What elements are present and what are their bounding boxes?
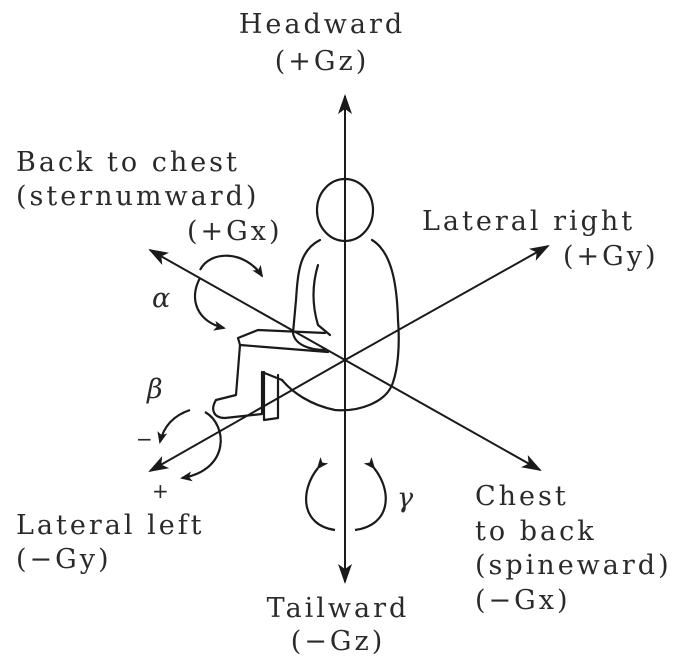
axis-lateral-right-arrow (345, 246, 548, 360)
alpha-rotation-upper-arrow (200, 256, 262, 276)
beta-minus-sign: − (136, 427, 153, 451)
axis-back-to-chest-arrow (150, 250, 345, 360)
tailward-label: Tailward (267, 593, 410, 624)
back-to-chest-code: (+Gx) (187, 216, 283, 247)
headward-code: (+Gz) (275, 46, 369, 77)
axis-chest-to-back-arrow (345, 360, 540, 470)
chest-to-back-code: (−Gx) (475, 585, 571, 616)
chest-to-back-line3: (spineward) (475, 550, 672, 581)
gamma-rotation-left-arrow (306, 468, 335, 530)
back-to-chest-line2: (sternumward) (16, 181, 259, 212)
lateral-left-code: (−Gy) (16, 544, 112, 575)
gamma-rotation-right-arrow (355, 468, 386, 530)
chest-to-back-line2: to back (475, 516, 597, 547)
gamma-symbol: γ (397, 483, 414, 514)
beta-rotation-lower-arrow (182, 412, 221, 478)
far-leg-outline (264, 372, 278, 420)
beta-plus-sign: + (152, 479, 169, 503)
alpha-symbol: α (152, 283, 170, 314)
lateral-left-label: Lateral left (16, 510, 205, 541)
lateral-right-code: (+Gy) (563, 241, 659, 272)
lower-leg-outline (213, 345, 282, 418)
arm-outline (314, 265, 331, 335)
alpha-rotation-lower-arrow (195, 278, 224, 328)
back-to-chest-line1: Back to chest (16, 147, 240, 178)
headward-label: Headward (239, 9, 405, 40)
tailward-code: (−Gz) (291, 626, 385, 657)
lateral-right-label: Lateral right (422, 206, 635, 237)
chest-to-back-line1: Chest (475, 481, 569, 512)
beta-symbol: β (146, 374, 163, 405)
beta-rotation-upper-arrow (160, 410, 190, 442)
